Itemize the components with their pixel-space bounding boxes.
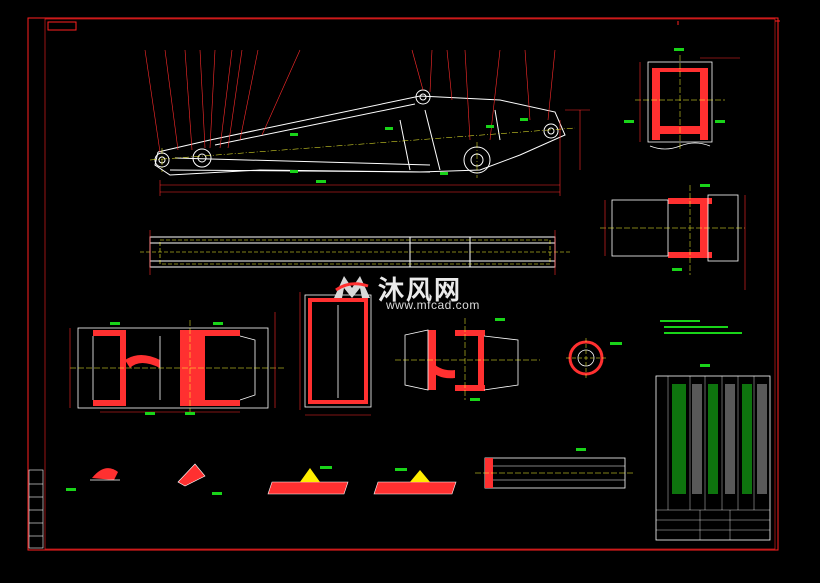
end-section-top-right-view	[624, 48, 740, 150]
weld-detail-1	[66, 468, 120, 491]
technical-notes	[660, 320, 742, 367]
watermark-url: www.mfcad.com	[386, 298, 480, 312]
section-left-view	[69, 312, 285, 415]
end-section-right-view	[600, 184, 746, 290]
section-box-view	[299, 292, 372, 416]
parts-list-table	[655, 375, 771, 541]
section-right-view	[395, 318, 540, 401]
mfcad-logo-icon	[334, 276, 370, 298]
watermark: 沐风网 www.mfcad.com	[330, 268, 500, 312]
plan-view	[140, 230, 570, 275]
weld-detail-4	[373, 468, 457, 495]
pin-detail-view	[566, 338, 622, 378]
drawing-frame	[27, 17, 780, 551]
weld-detail-3	[267, 466, 349, 495]
rib-detail	[475, 448, 635, 489]
weld-detail-2	[177, 463, 222, 495]
revision-strip	[28, 469, 44, 549]
watermark-title: 沐风网	[378, 276, 463, 306]
side-elevation-view	[144, 49, 590, 196]
